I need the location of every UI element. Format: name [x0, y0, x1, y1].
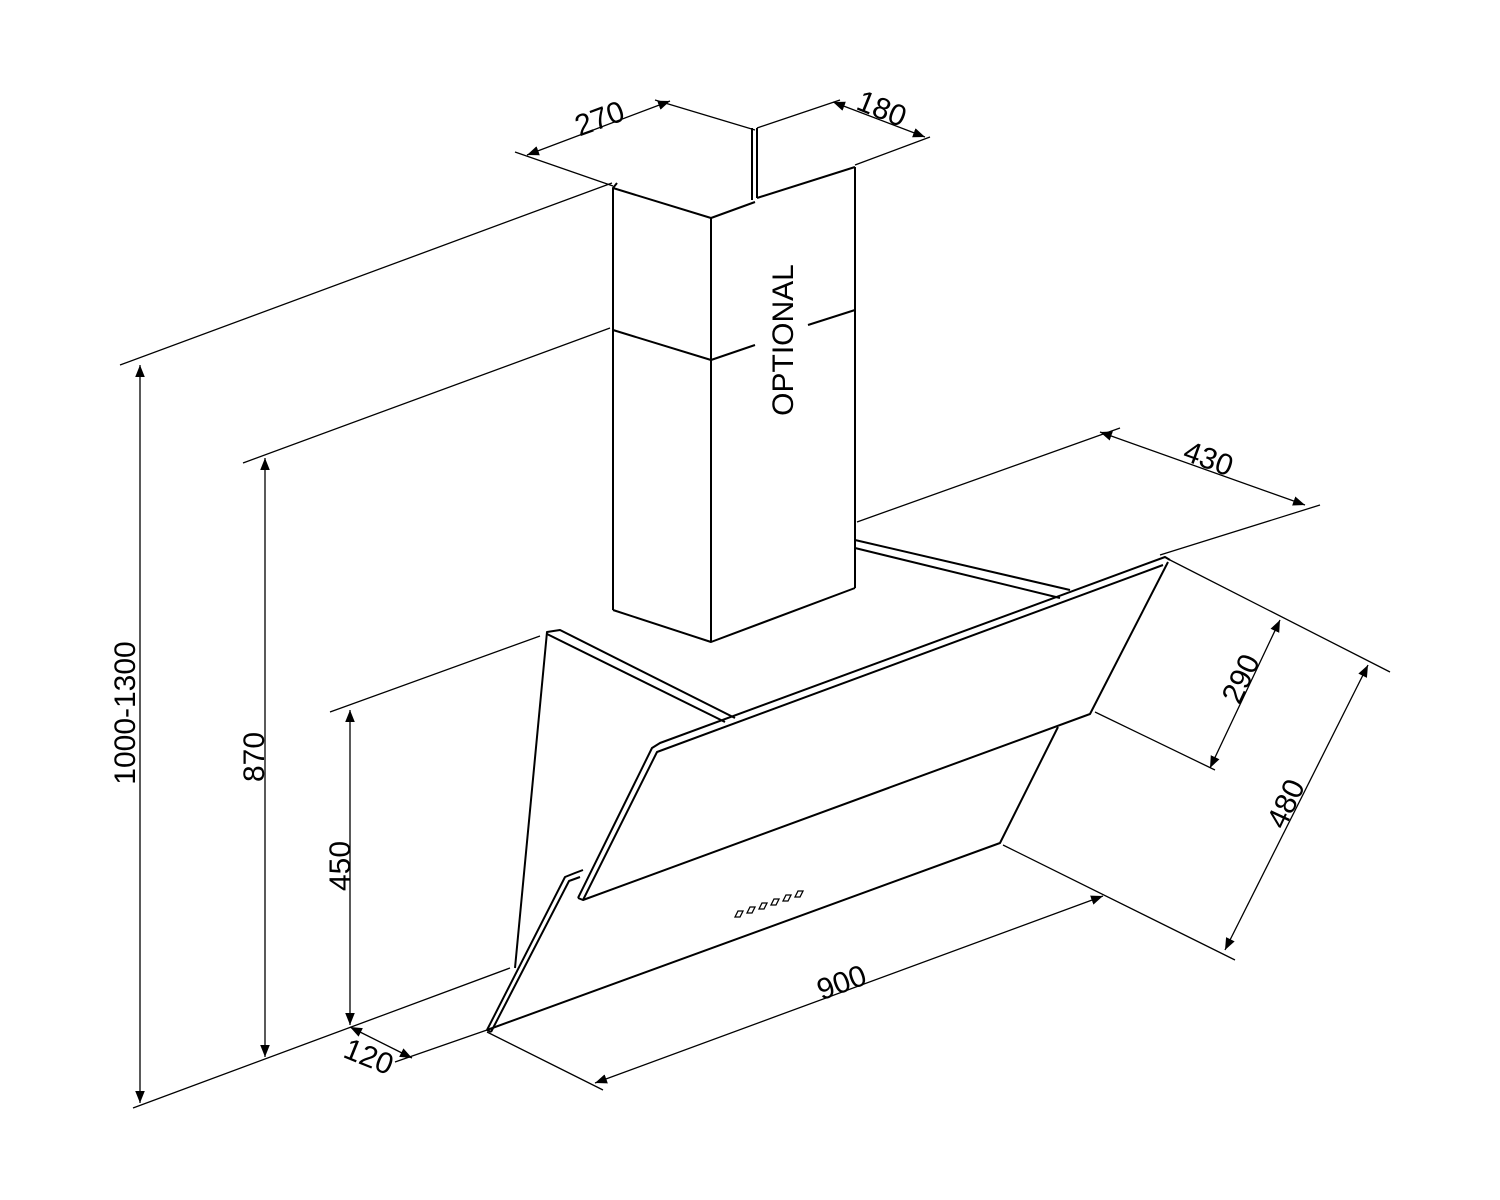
label-width: 900: [813, 959, 871, 1007]
hood-body: [486, 539, 1171, 1033]
label-bottom-depth: 120: [339, 1033, 398, 1082]
label-canopy-depth: 430: [1179, 435, 1237, 483]
label-joint-height: 870: [238, 732, 271, 782]
label-glass-total: 480: [1261, 774, 1312, 833]
label-glass-upper: 290: [1216, 649, 1267, 708]
label-chimney-width: 270: [571, 95, 629, 143]
dimension-lines: [135, 100, 1369, 1103]
control-panel-buttons: [733, 890, 805, 918]
label-chimney-depth: 180: [852, 85, 911, 134]
label-body-height: 450: [324, 841, 357, 891]
label-total-height: 1000-1300: [109, 641, 142, 784]
extension-lines: [119, 99, 1391, 1109]
label-optional: OPTIONAL: [767, 264, 800, 416]
chimney: [612, 128, 856, 643]
